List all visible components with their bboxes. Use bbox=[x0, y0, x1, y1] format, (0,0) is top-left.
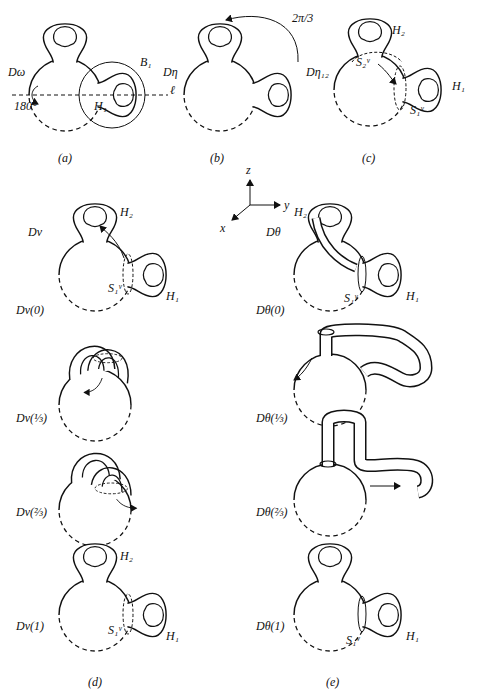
figure-label: H₂ bbox=[120, 206, 133, 218]
figure-label: Dν(1) bbox=[16, 620, 44, 632]
figure-label: Dθ(⅓) bbox=[256, 412, 288, 424]
figure-label: S₁ᵛ bbox=[108, 282, 122, 294]
figure-label: S₁ᵛ bbox=[346, 634, 360, 646]
handlebody bbox=[29, 24, 136, 131]
figure-label: Dθ bbox=[266, 226, 281, 238]
figure-label: S₂ᵛ bbox=[356, 56, 370, 68]
figure-label: Dθ(1) bbox=[256, 620, 285, 632]
figure-label: Dθ(0) bbox=[256, 304, 285, 316]
rotation-axis bbox=[12, 95, 168, 96]
band bbox=[316, 218, 356, 268]
handlebody-stage bbox=[59, 346, 131, 441]
figure-label: S₁ᵛ bbox=[344, 292, 358, 304]
handlebody bbox=[184, 24, 291, 131]
figure-label: y bbox=[284, 199, 289, 211]
sphere-s1 bbox=[123, 254, 133, 294]
rotation-arrow bbox=[226, 16, 298, 62]
handlebody bbox=[294, 204, 401, 311]
figure-label: Dη₁₂ bbox=[306, 66, 329, 78]
figure-label: Dθ(⅔) bbox=[256, 506, 288, 518]
figure-label: B₁ bbox=[140, 56, 152, 68]
figure-label: z bbox=[246, 164, 251, 176]
handlebody bbox=[294, 544, 401, 651]
move-arrow bbox=[378, 64, 396, 84]
figure-label: H₁ bbox=[406, 290, 419, 302]
figure-label: Dν bbox=[28, 226, 42, 238]
figure-label: H₂ bbox=[294, 206, 307, 218]
figure-label: ℓ bbox=[170, 84, 175, 96]
handlebody-stage bbox=[59, 453, 136, 546]
figure-label: H₁ bbox=[406, 630, 419, 642]
figure-label: x bbox=[220, 222, 225, 234]
handlebody bbox=[334, 19, 441, 126]
sphere-s1 bbox=[358, 596, 366, 632]
figure-label: S₁ᵛ bbox=[108, 624, 122, 636]
sphere-s1 bbox=[358, 256, 366, 292]
move-arrow bbox=[100, 226, 124, 258]
handlebody-stage bbox=[294, 416, 427, 536]
figure-label: H₂ bbox=[120, 550, 133, 562]
figure-label: Dν(0) bbox=[16, 304, 44, 316]
figure-label: H₂ bbox=[392, 24, 405, 36]
figure-label: Dη bbox=[163, 66, 178, 78]
figure-label: H₁ bbox=[166, 290, 179, 302]
figure-label: S₁ᵛ bbox=[410, 104, 424, 116]
figure-label: (a) bbox=[58, 152, 72, 164]
figure-label: H₁ bbox=[452, 80, 465, 92]
figure-label: (e) bbox=[326, 676, 339, 688]
figure-label: Dν(⅔) bbox=[16, 506, 47, 518]
handlebody-stage bbox=[294, 329, 426, 426]
coordinate-axes bbox=[232, 180, 280, 220]
figure-label: H₁ bbox=[94, 100, 107, 112]
figure-label: H₁ bbox=[166, 630, 179, 642]
handlebody bbox=[59, 544, 166, 651]
sphere-s1 bbox=[123, 594, 133, 634]
figure-label: (b) bbox=[210, 152, 224, 164]
handlebody bbox=[59, 204, 166, 311]
figure-label: (d) bbox=[88, 676, 102, 688]
sphere-s1 bbox=[394, 66, 406, 110]
figure-label: Dν(⅓) bbox=[16, 412, 47, 424]
figure-label: 180° bbox=[14, 100, 37, 112]
figure-label: 2π/3 bbox=[292, 12, 313, 24]
figure-label: (c) bbox=[362, 152, 375, 164]
figure-label: Dω bbox=[8, 66, 25, 78]
